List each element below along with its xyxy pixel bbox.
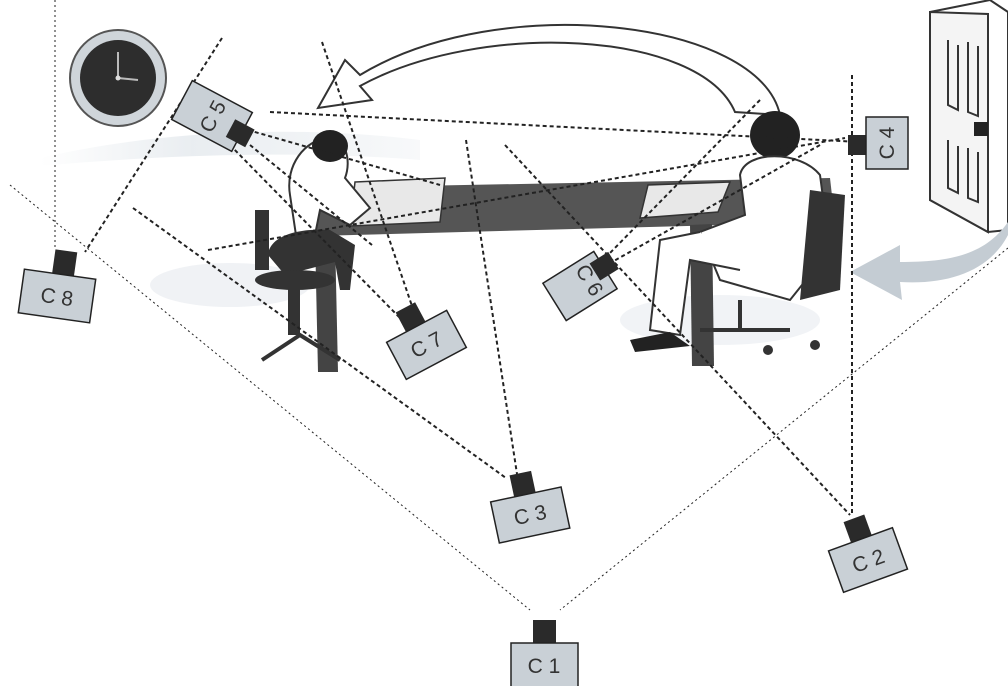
right-curved-arrow [850,222,1008,300]
camera-label: C 1 [528,655,561,678]
man-at-desk [630,111,845,355]
camera-c7: C 7 [385,302,468,381]
camera-label: C 4 [876,126,899,159]
camera-c8: C 8 [17,249,97,324]
camera-c2: C 2 [827,514,909,594]
woman-at-desk [255,130,372,362]
camera-c3: C 3 [489,470,571,544]
camera-c1: C 1 [510,620,579,686]
wall-clock-icon [69,29,167,127]
camera-c6: C 6 [541,250,619,322]
door-icon [929,0,1008,234]
camera-c4: C 4 [848,116,909,170]
top-curved-arrow [316,24,782,117]
desk [310,177,835,372]
camera-c5: C 5 [170,79,255,153]
camera-label: C 8 [39,284,75,311]
coverage-lines-thin [9,0,1008,611]
